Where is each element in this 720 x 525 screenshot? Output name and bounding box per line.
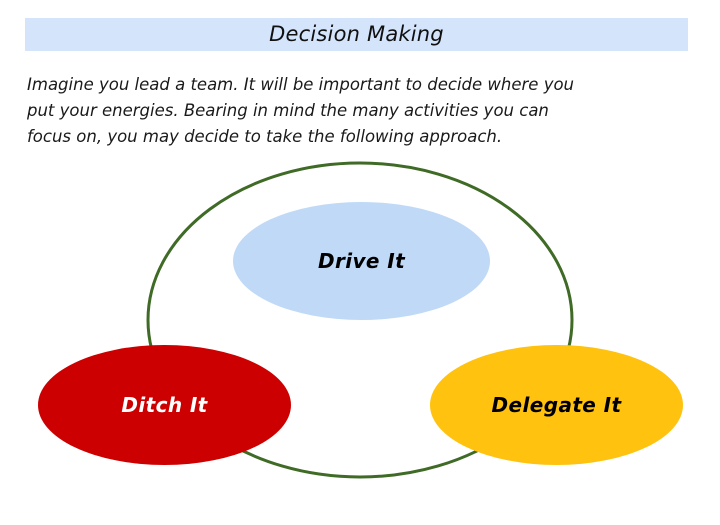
body-line-2: put your energies. Bearing in mind the m… xyxy=(27,101,549,120)
body-line-3: focus on, you may decide to take the fol… xyxy=(27,127,503,146)
body-paragraph: Imagine you lead a team. It will be impo… xyxy=(27,72,687,150)
diagram-node-ditch[interactable]: Ditch It xyxy=(38,345,291,465)
decision-making-diagram: Drive It Ditch It Delegate It xyxy=(0,160,720,525)
diagram-node-delegate-label: Delegate It xyxy=(491,393,622,417)
page-title: Decision Making xyxy=(269,22,444,46)
connector-ring-icon xyxy=(146,161,574,479)
diagram-node-drive[interactable]: Drive It xyxy=(233,202,490,320)
title-banner: Decision Making xyxy=(25,18,688,51)
diagram-node-delegate[interactable]: Delegate It xyxy=(430,345,683,465)
body-line-1: Imagine you lead a team. It will be impo… xyxy=(27,75,575,94)
diagram-node-ditch-label: Ditch It xyxy=(121,393,208,417)
diagram-node-drive-label: Drive It xyxy=(317,249,406,273)
